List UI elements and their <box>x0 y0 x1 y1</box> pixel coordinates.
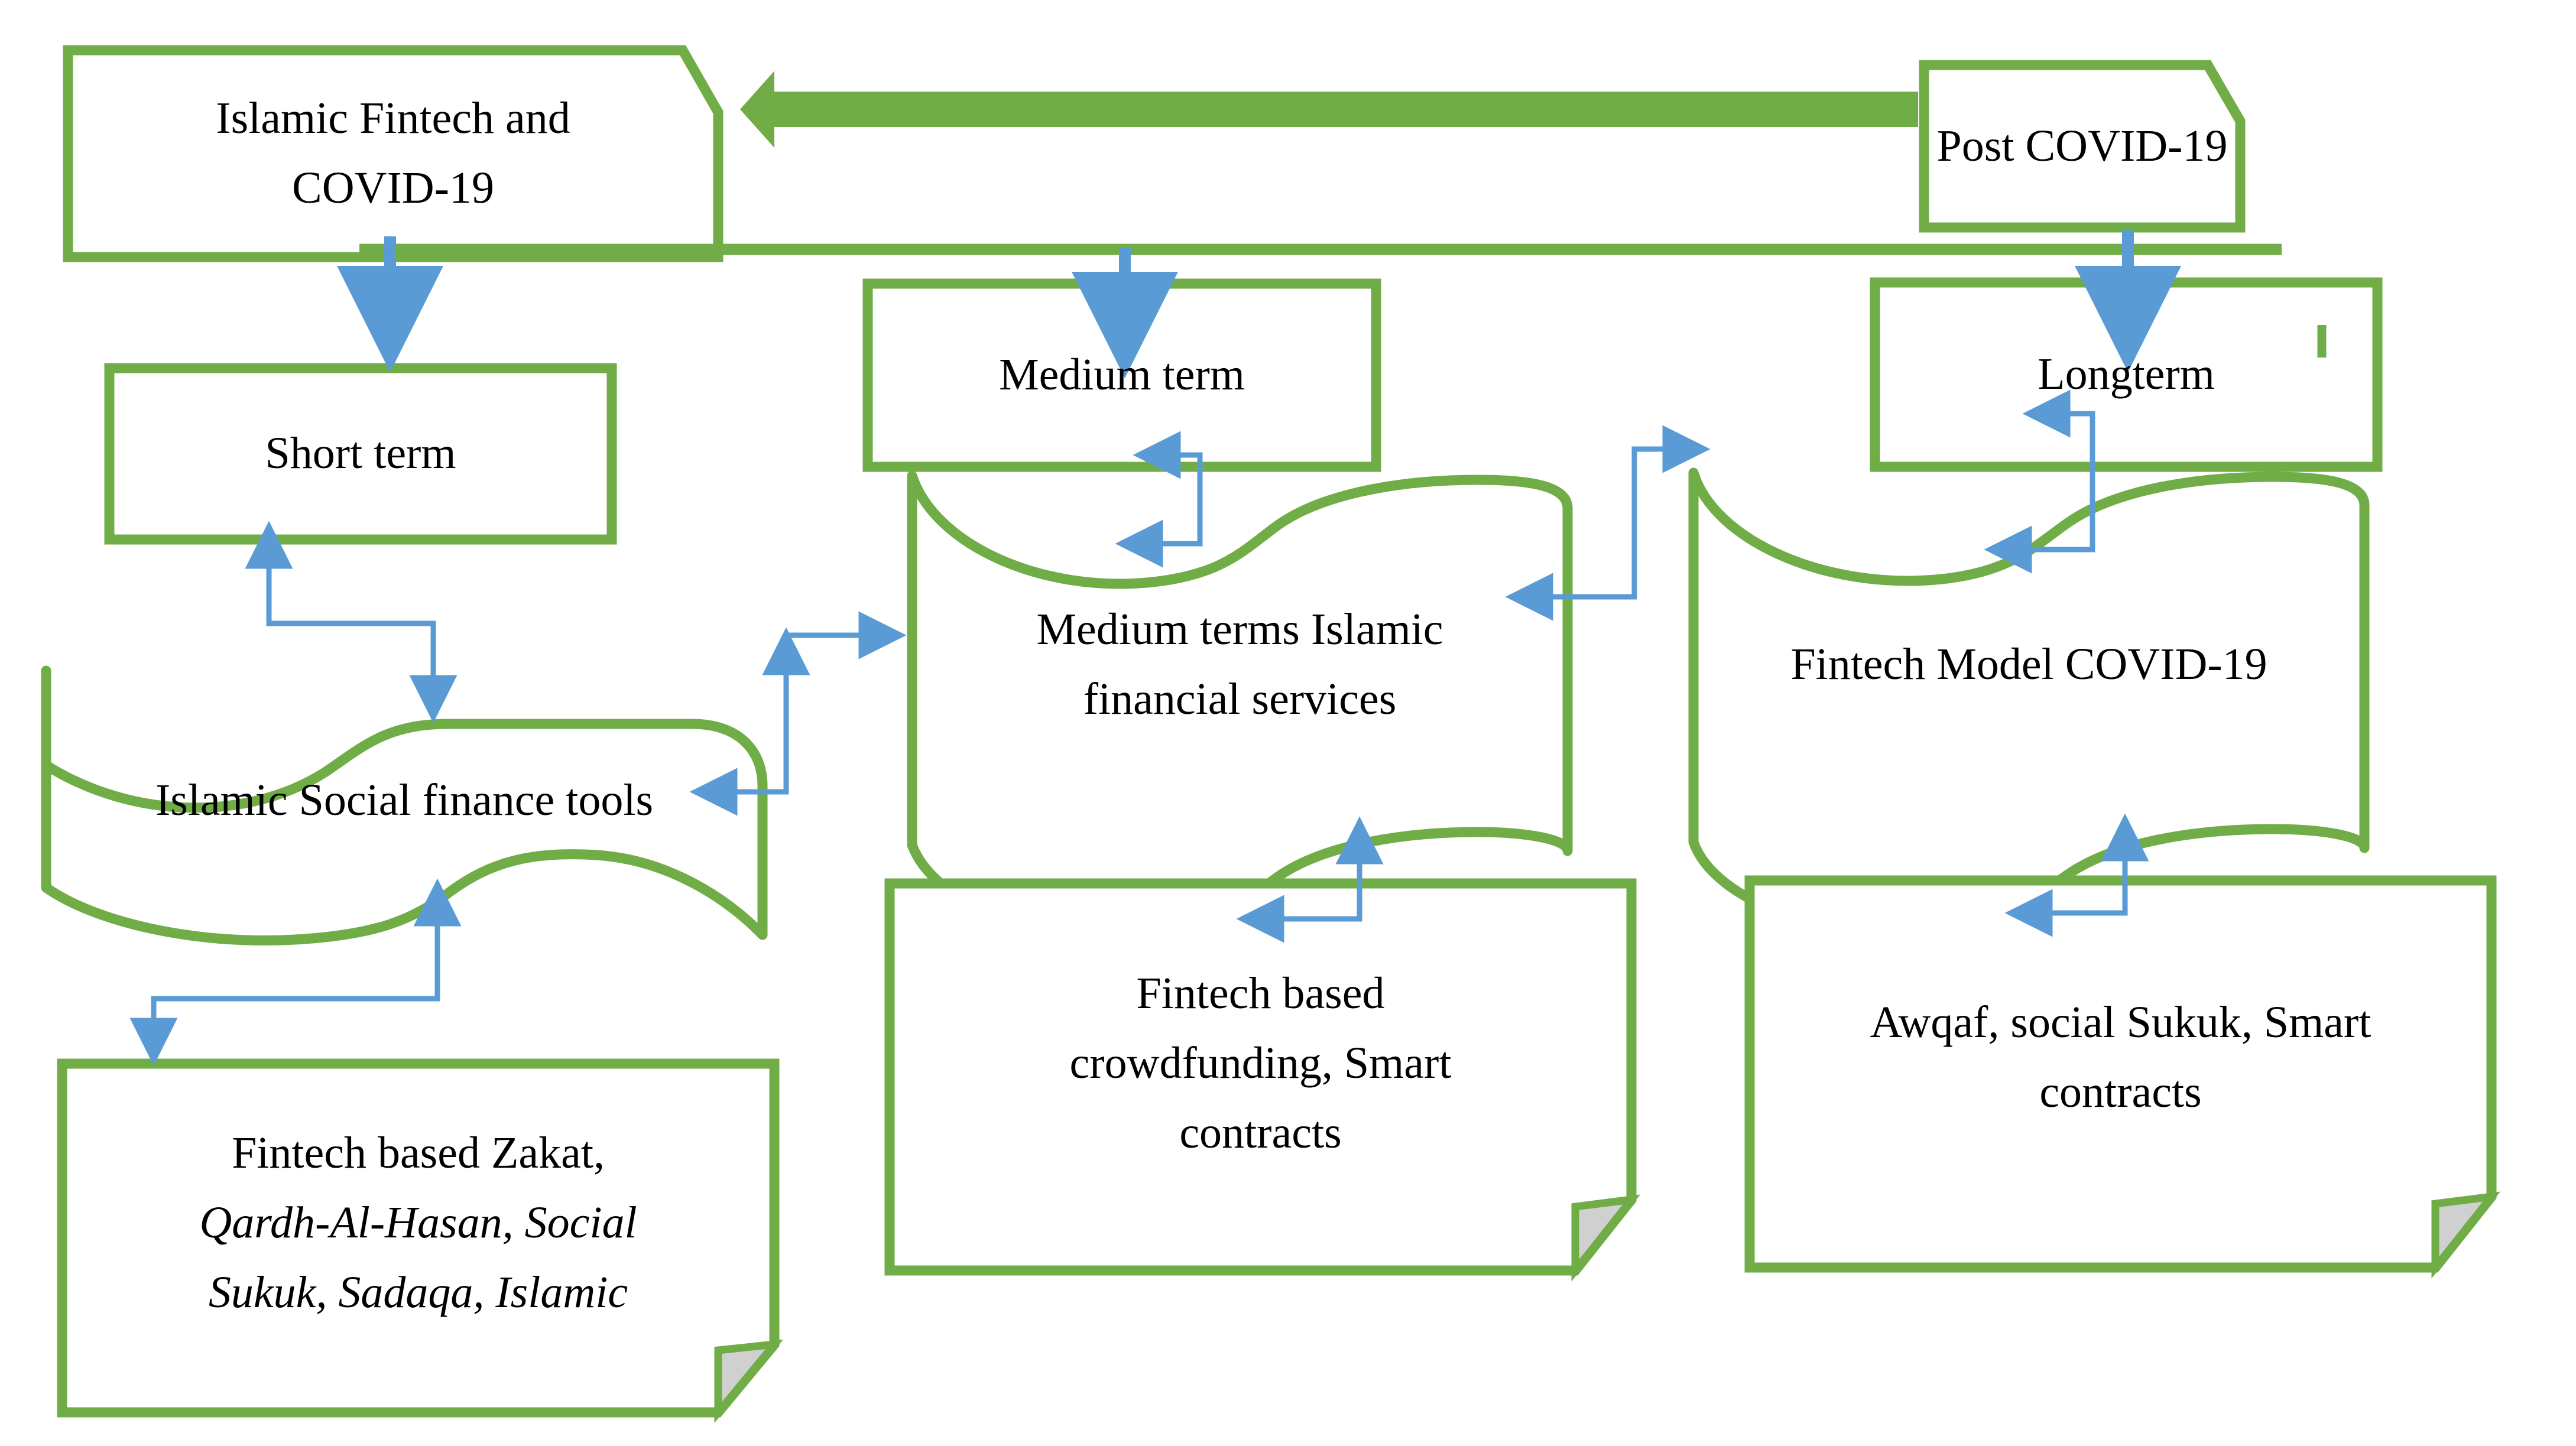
connector-social-tools-to-short-term <box>245 521 458 723</box>
node-islamic-social-finance-tools[interactable] <box>41 665 768 974</box>
node-islamic-fintech-covid19[interactable] <box>63 45 724 262</box>
node-short-term[interactable] <box>104 363 617 545</box>
node-fintech-model-covid19[interactable] <box>1688 467 2370 937</box>
connector-medium-services-to-medium-term <box>1115 431 1203 568</box>
connector-crowdfunding-to-medium-services <box>1236 816 1384 943</box>
connector-fintech-model-to-longterm <box>1984 389 2095 574</box>
node-fintech-based-crowdfunding[interactable] <box>884 878 1640 1282</box>
connector-awqaf-to-fintech-model <box>2004 813 2149 937</box>
node-medium-terms-islamic-financial-services[interactable] <box>907 470 1573 940</box>
connector-medium-services-to-fintech-model <box>1505 425 1711 621</box>
connector-zakat-to-social-tools <box>129 878 462 1066</box>
node-post-covid19[interactable] <box>1919 60 2246 233</box>
connector-social-tools-to-medium-services <box>689 627 810 816</box>
node-awqaf-social-sukuk[interactable] <box>1744 875 2500 1279</box>
node-fintech-based-zakat[interactable] <box>57 1058 784 1424</box>
connector-post-covid-to-islamic-fintech <box>740 71 1918 148</box>
